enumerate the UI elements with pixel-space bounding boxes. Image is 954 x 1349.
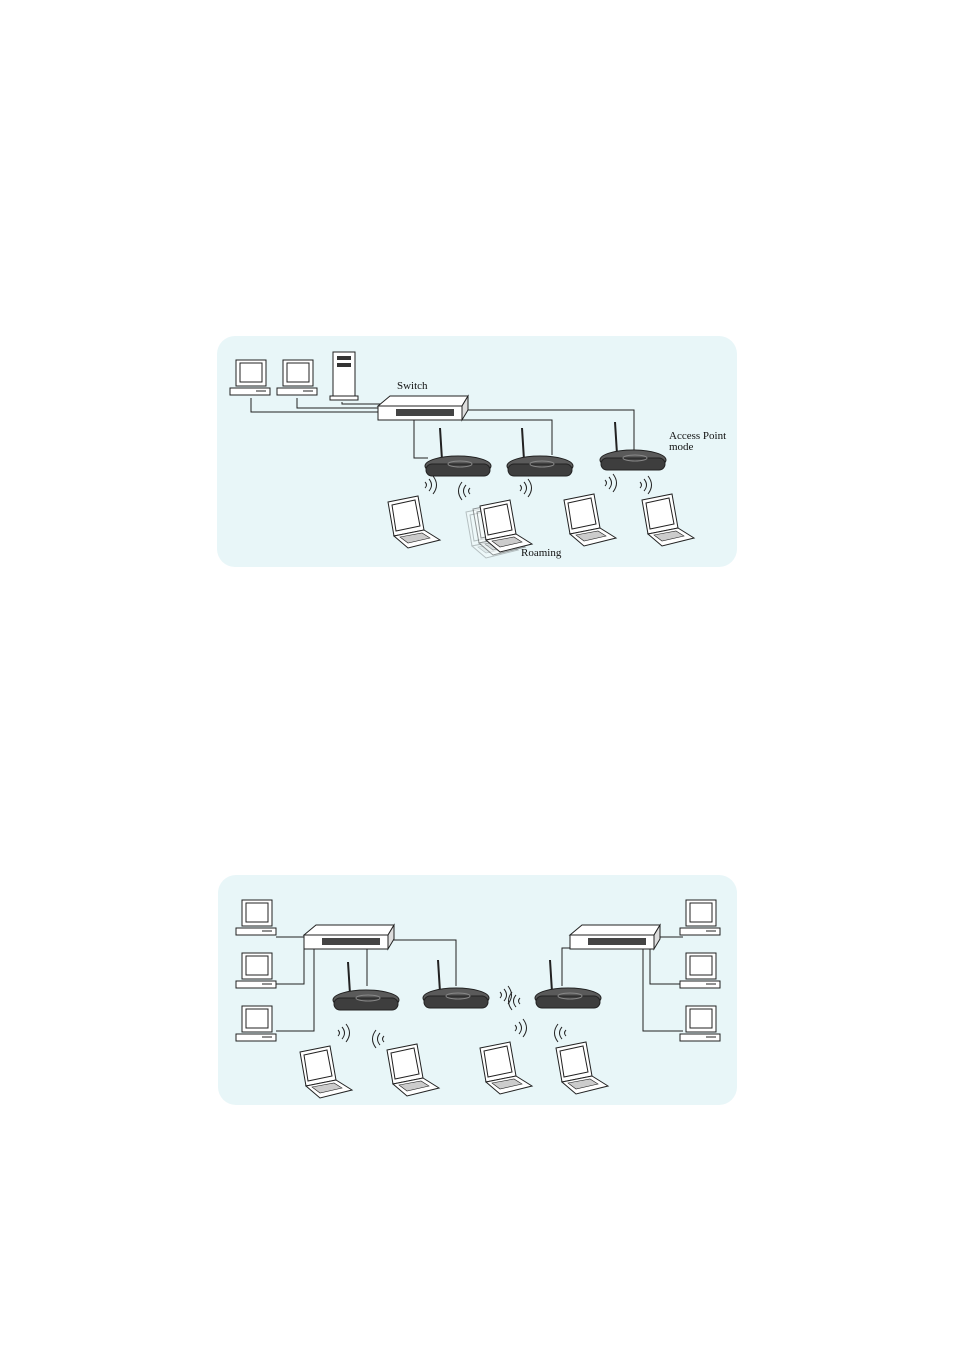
access-point-icon xyxy=(425,428,491,476)
switch-icon xyxy=(378,396,468,420)
wireless-signal-icon xyxy=(640,476,652,494)
desktop-computer-icon xyxy=(680,1006,720,1041)
laptop-icon xyxy=(300,1046,352,1098)
laptop-icon xyxy=(564,494,616,546)
laptop-icon xyxy=(556,1042,608,1094)
access-point-icon xyxy=(535,960,601,1008)
desktop-computer-icon xyxy=(230,360,270,395)
wireless-signal-icon xyxy=(515,1019,527,1037)
tower-server-icon xyxy=(330,352,358,400)
laptop-icon xyxy=(387,1044,439,1096)
desktop-computer-icon xyxy=(277,360,317,395)
desktop-computer-icon xyxy=(680,953,720,988)
desktop-computer-icon xyxy=(236,1006,276,1041)
switch-icon xyxy=(304,925,394,949)
ap-mode-label-line2: mode xyxy=(669,441,694,453)
wireless-signal-icon xyxy=(555,1024,567,1042)
laptop-icon xyxy=(642,494,694,546)
wireless-signal-icon xyxy=(520,479,532,497)
desktop-computer-icon xyxy=(236,900,276,935)
access-point-icon xyxy=(600,422,666,470)
cable-lines-bottom xyxy=(276,937,683,1031)
desktop-computer-icon xyxy=(680,900,720,935)
wireless-signal-icon xyxy=(373,1030,385,1048)
switch-label: Switch xyxy=(397,380,428,392)
wireless-signal-icon xyxy=(605,474,617,492)
access-point-icon xyxy=(507,428,573,476)
desktop-computer-icon xyxy=(236,953,276,988)
wireless-signal-icon xyxy=(425,476,437,494)
switch-icon xyxy=(570,925,660,949)
laptop-icon xyxy=(388,496,440,548)
laptop-icon xyxy=(480,1042,532,1094)
wireless-signal-icon xyxy=(338,1024,350,1042)
access-point-icon xyxy=(333,962,399,1010)
wireless-signal-icon xyxy=(459,482,471,500)
roaming-label: Roaming xyxy=(521,547,562,559)
